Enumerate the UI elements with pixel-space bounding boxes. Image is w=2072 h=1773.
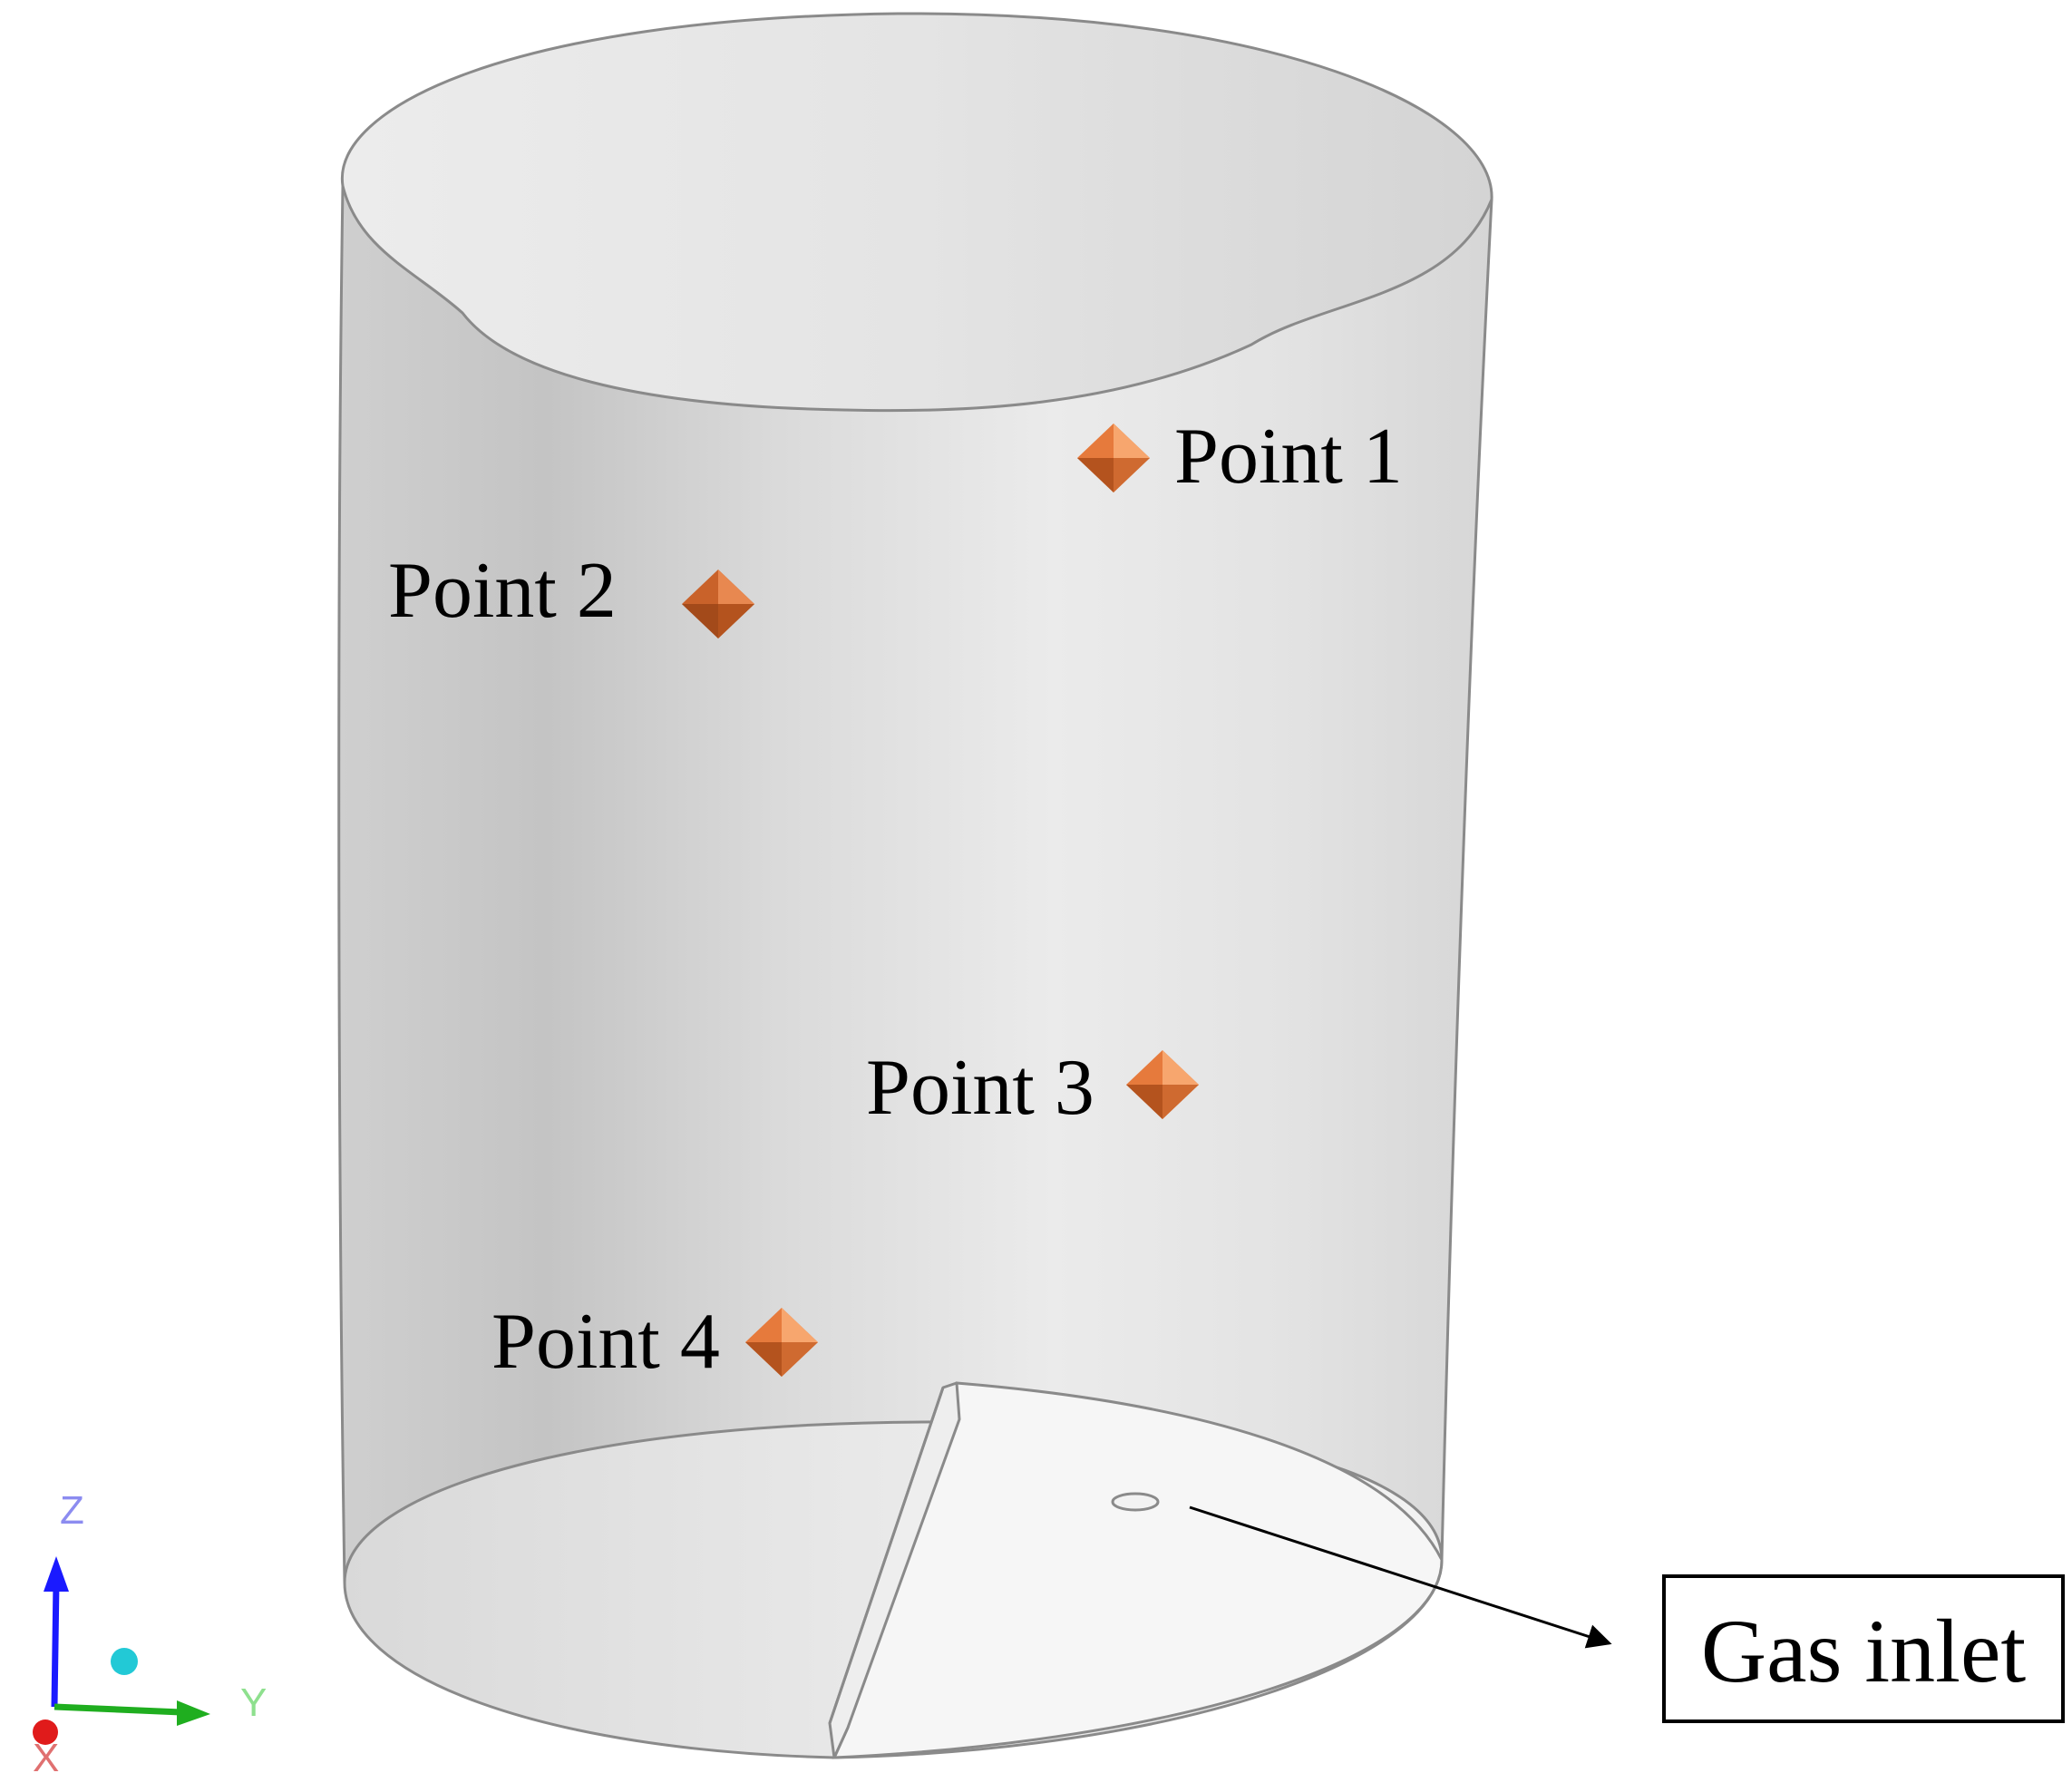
baffle-sector <box>832 1381 1444 1759</box>
y-axis-arrow <box>177 1700 210 1726</box>
x-axis-dot <box>33 1719 58 1745</box>
gas-inlet-box <box>1662 1574 2065 1723</box>
cylinder-top-cap <box>340 12 1493 413</box>
x-axis-label: X <box>33 1736 59 1773</box>
point-2-label: Point 2 <box>388 547 617 635</box>
y-axis-line <box>54 1703 182 1716</box>
gas-inlet-arrow <box>1189 1505 1612 1649</box>
gas-inlet-hole <box>1111 1492 1160 1512</box>
point-3-marker <box>1126 1050 1199 1119</box>
cylinder-wall <box>338 186 1492 1758</box>
point-4-label: Point 4 <box>491 1298 720 1386</box>
point-4-marker <box>745 1308 818 1377</box>
point-1-label: Point 1 <box>1174 413 1403 501</box>
z-axis-line <box>51 1582 60 1708</box>
point-1-marker <box>1077 424 1150 492</box>
z-axis-arrow <box>44 1556 69 1592</box>
origin-sphere <box>111 1648 138 1675</box>
cylinder-left-edge <box>337 185 346 1583</box>
axis-triad: Z Y X <box>33 1488 267 1773</box>
baffle-edge <box>828 1387 945 1724</box>
point-3-label: Point 3 <box>866 1044 1094 1132</box>
point-2-marker <box>682 570 754 638</box>
gas-inlet-label: Gas inlet <box>1701 1601 2026 1701</box>
z-axis-label: Z <box>60 1488 84 1533</box>
y-axis-label: Y <box>240 1680 267 1725</box>
cylinder-right-edge <box>1440 199 1493 1561</box>
